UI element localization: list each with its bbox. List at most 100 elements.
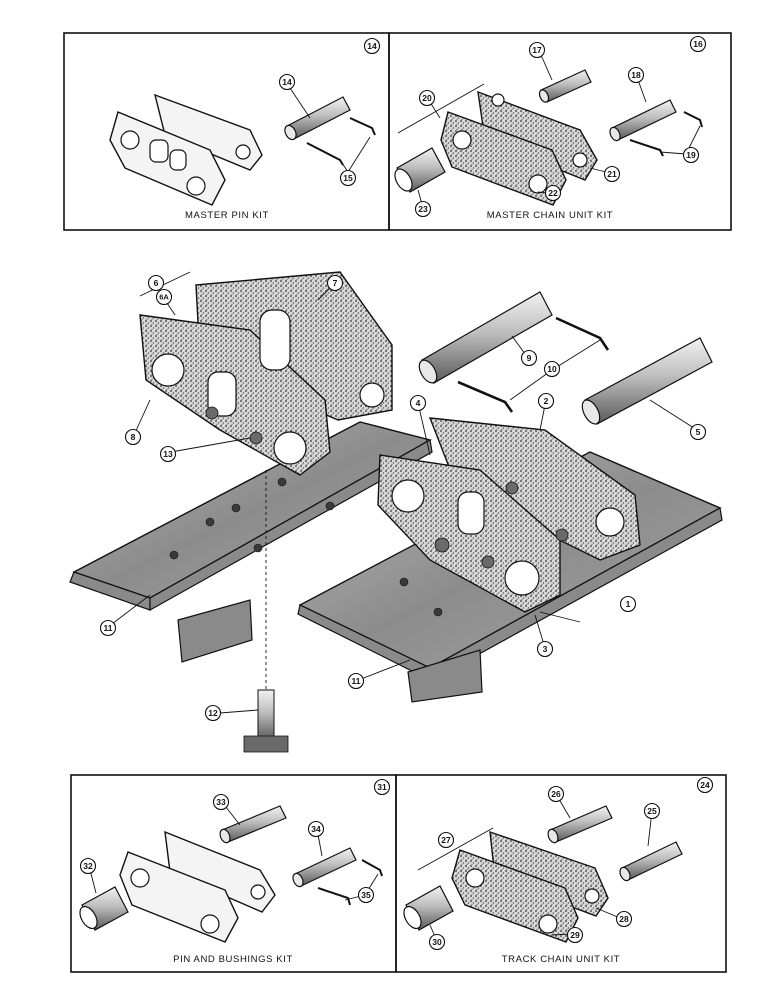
svg-text:4: 4 [416, 398, 421, 408]
master-pin-kit-label: MASTER PIN KIT [185, 210, 269, 221]
track-chain-unit-kit-label: TRACK CHAIN UNIT KIT [502, 954, 620, 965]
svg-text:13: 13 [163, 449, 173, 459]
callout-2: 2 [537, 392, 555, 410]
callout-24-kit: 24 [696, 776, 714, 794]
master-link-assembly [139, 271, 393, 476]
svg-text:6A: 6A [159, 293, 169, 302]
svg-text:5: 5 [696, 427, 701, 437]
callout-28: 28 [615, 910, 633, 928]
svg-text:27: 27 [441, 835, 451, 845]
callout-35: 35 [357, 886, 375, 904]
callout-16-kit: 16 [689, 35, 707, 53]
svg-text:31: 31 [377, 782, 387, 792]
svg-text:26: 26 [551, 789, 561, 799]
callout-9: 9 [520, 349, 538, 367]
callout-30: 30 [428, 933, 446, 951]
pin-25 [619, 841, 683, 882]
master-chain-pin-17 [538, 69, 592, 103]
svg-text:35: 35 [361, 890, 371, 900]
svg-text:19: 19 [686, 150, 696, 160]
callout-14: 14 [278, 73, 296, 91]
master-pin-drawing [284, 96, 351, 141]
callout-17: 17 [528, 41, 546, 59]
callout-14-kit: 14 [363, 37, 381, 55]
svg-text:30: 30 [432, 937, 442, 947]
callout-1: 1 [619, 595, 637, 613]
svg-text:9: 9 [527, 353, 532, 363]
kit-box-master-pin: MASTER PIN KIT [63, 32, 390, 231]
callout-19: 19 [682, 146, 700, 164]
callout-4: 4 [409, 394, 427, 412]
callout-11-right: 11 [347, 672, 365, 690]
pin-34 [292, 847, 357, 888]
master-chain-link-drawing [440, 90, 598, 206]
master-pin-9 [418, 291, 553, 384]
callout-26: 26 [547, 785, 565, 803]
callout-33: 33 [212, 793, 230, 811]
svg-text:29: 29 [570, 930, 580, 940]
pin-and-bushings-kit-label: PIN AND BUSHINGS KIT [173, 954, 293, 965]
svg-text:11: 11 [352, 676, 361, 686]
master-chain-unit-kit-label: MASTER CHAIN UNIT KIT [487, 210, 613, 221]
callout-6a: 6A [155, 288, 173, 306]
callout-13: 13 [159, 445, 177, 463]
clips-10 [457, 316, 610, 413]
callout-25: 25 [643, 802, 661, 820]
svg-text:15: 15 [343, 173, 353, 183]
callout-5: 5 [689, 423, 707, 441]
master-chain-clips [629, 111, 703, 157]
track-shoe-left [69, 421, 433, 663]
svg-text:33: 33 [216, 797, 226, 807]
master-chain-pin-18 [609, 99, 677, 142]
callout-31-kit: 31 [373, 778, 391, 796]
callout-20: 20 [418, 89, 436, 107]
svg-text:6: 6 [154, 278, 159, 288]
svg-text:24: 24 [700, 780, 710, 790]
main-assembly [69, 271, 723, 753]
bushing-32 [79, 886, 129, 931]
svg-text:8: 8 [131, 432, 136, 442]
svg-text:14: 14 [282, 77, 292, 87]
svg-text:1: 1 [626, 599, 631, 609]
svg-text:2: 2 [544, 396, 549, 406]
svg-text:11: 11 [104, 623, 113, 633]
callout-34: 34 [307, 820, 325, 838]
svg-text:20: 20 [422, 93, 432, 103]
callout-18: 18 [627, 66, 645, 84]
pin-26 [547, 805, 613, 844]
svg-text:17: 17 [532, 45, 542, 55]
kit-box-pin-and-bushings: PIN AND BUSHINGS KIT [70, 774, 397, 973]
track-bolt [243, 470, 289, 753]
track-chain-link-drawing [451, 830, 609, 943]
callout-21: 21 [603, 165, 621, 183]
svg-text:21: 21 [607, 169, 617, 179]
bushing-drawing [394, 147, 446, 193]
svg-text:22: 22 [548, 188, 558, 198]
callout-12: 12 [204, 704, 222, 722]
kit-box-track-chain-unit: TRACK CHAIN UNIT KIT [395, 774, 727, 973]
kit-box-master-chain-unit: MASTER CHAIN UNIT KIT [388, 32, 732, 231]
master-pin-link-drawing [109, 93, 263, 206]
callout-29: 29 [566, 926, 584, 944]
callout-15: 15 [339, 169, 357, 187]
callout-6: 6 [147, 274, 165, 292]
svg-text:28: 28 [619, 914, 629, 924]
callout-7: 7 [326, 274, 344, 292]
svg-text:3: 3 [543, 644, 548, 654]
callout-3: 3 [536, 640, 554, 658]
svg-text:18: 18 [631, 70, 641, 80]
bushing-30 [403, 885, 454, 931]
svg-text:32: 32 [83, 861, 93, 871]
svg-text:23: 23 [418, 204, 428, 214]
svg-text:7: 7 [333, 278, 338, 288]
callout-27: 27 [437, 831, 455, 849]
svg-text:14: 14 [367, 41, 377, 51]
callout-10: 10 [543, 360, 561, 378]
svg-text:34: 34 [311, 824, 321, 834]
callout-22: 22 [544, 184, 562, 202]
svg-text:16: 16 [693, 39, 703, 49]
pin-bushings-link-drawing [119, 830, 276, 943]
callout-11-left: 11 [99, 619, 117, 637]
svg-text:25: 25 [647, 806, 657, 816]
